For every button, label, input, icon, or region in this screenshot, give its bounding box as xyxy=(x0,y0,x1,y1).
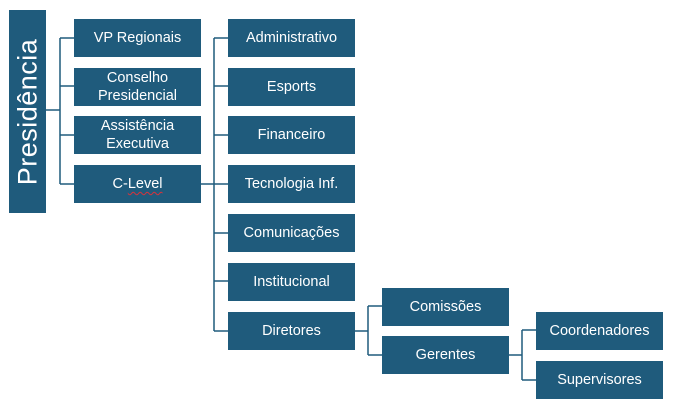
node-supervisores: Supervisores xyxy=(536,361,663,399)
node-comunicacoes: Comunicações xyxy=(228,214,355,252)
node-financeiro: Financeiro xyxy=(228,116,355,154)
node-gerentes-label: Gerentes xyxy=(415,347,476,363)
node-vp-regionais: VP Regionais xyxy=(74,19,201,57)
node-esports: Esports xyxy=(228,68,355,106)
node-diretores-label: Diretores xyxy=(262,323,321,339)
node-assistencia-executiva-label: Assistência Executiva xyxy=(100,118,175,152)
node-supervisores-label: Supervisores xyxy=(557,372,642,388)
node-conselho-presidencial-label: Conselho Presidencial xyxy=(98,70,177,104)
node-c-level-label-flagged: Level xyxy=(127,176,163,192)
node-tecnologia-inf: Tecnologia Inf. xyxy=(228,165,355,203)
node-comissoes-label: Comissões xyxy=(409,299,482,315)
node-institucional-label: Institucional xyxy=(253,274,330,290)
node-tecnologia-inf-label: Tecnologia Inf. xyxy=(244,176,339,192)
node-administrativo: Administrativo xyxy=(228,19,355,57)
node-coordenadores: Coordenadores xyxy=(536,312,663,350)
node-coordenadores-label: Coordenadores xyxy=(549,323,650,339)
node-diretores: Diretores xyxy=(228,312,355,350)
root-presidencia-label: Presidência xyxy=(12,38,42,185)
node-institucional: Institucional xyxy=(228,263,355,301)
node-esports-label: Esports xyxy=(266,79,317,95)
node-c-level: C-Level xyxy=(74,165,201,203)
node-comissoes: Comissões xyxy=(382,288,509,326)
node-gerentes: Gerentes xyxy=(382,336,509,374)
node-comunicacoes-label: Comunicações xyxy=(243,225,340,241)
node-conselho-presidencial: Conselho Presidencial xyxy=(74,68,201,106)
node-administrativo-label: Administrativo xyxy=(245,30,338,46)
root-presidencia-box: Presidência xyxy=(9,10,46,213)
node-financeiro-label: Financeiro xyxy=(257,127,326,143)
node-c-level-label: C-Level xyxy=(113,175,163,193)
node-assistencia-executiva: Assistência Executiva xyxy=(74,116,201,154)
node-vp-regionais-label: VP Regionais xyxy=(93,30,182,46)
node-c-level-label-prefix: C- xyxy=(112,176,128,192)
